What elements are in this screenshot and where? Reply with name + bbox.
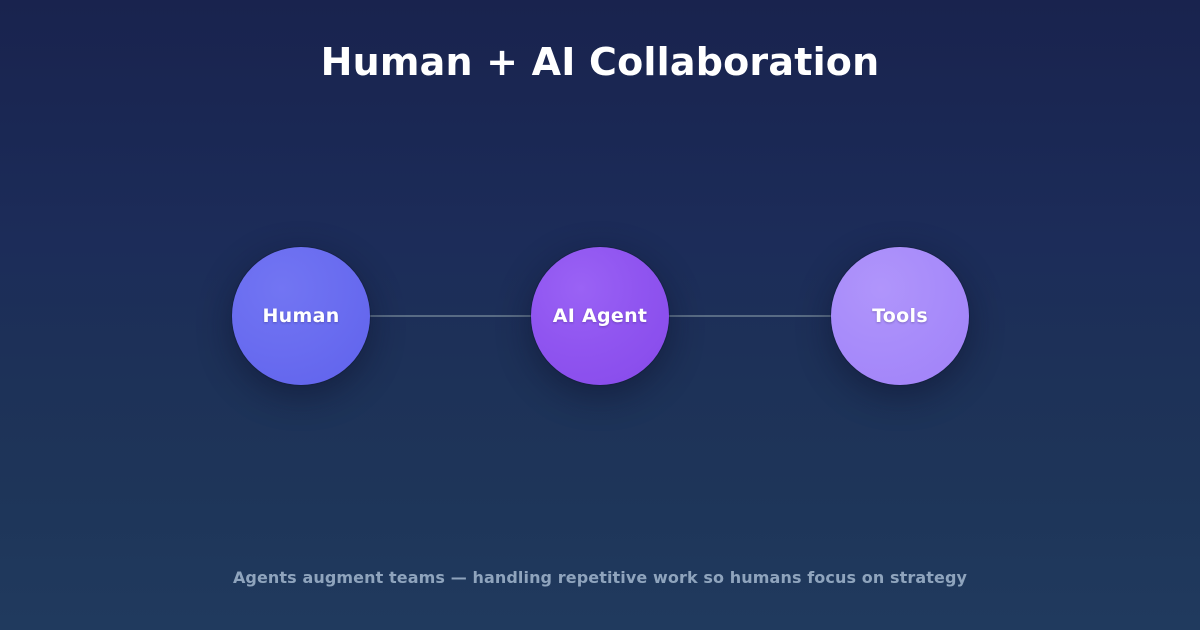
diagram-node-ai-agent[interactable]: AI Agent	[531, 247, 669, 385]
page-title: Human + AI Collaboration	[320, 40, 880, 84]
diagram-node-human[interactable]: Human	[232, 247, 370, 385]
diagram-node-tools[interactable]: Tools	[831, 247, 969, 385]
connector-ai-agent-to-tools	[667, 315, 833, 317]
slide-caption: Agents augment teams — handling repetiti…	[232, 568, 968, 587]
connector-human-to-ai-agent	[368, 315, 534, 317]
diagram-node-label: AI Agent	[552, 305, 648, 327]
diagram-node-label: Tools	[872, 305, 928, 327]
diagram-node-label: Human	[262, 305, 340, 327]
